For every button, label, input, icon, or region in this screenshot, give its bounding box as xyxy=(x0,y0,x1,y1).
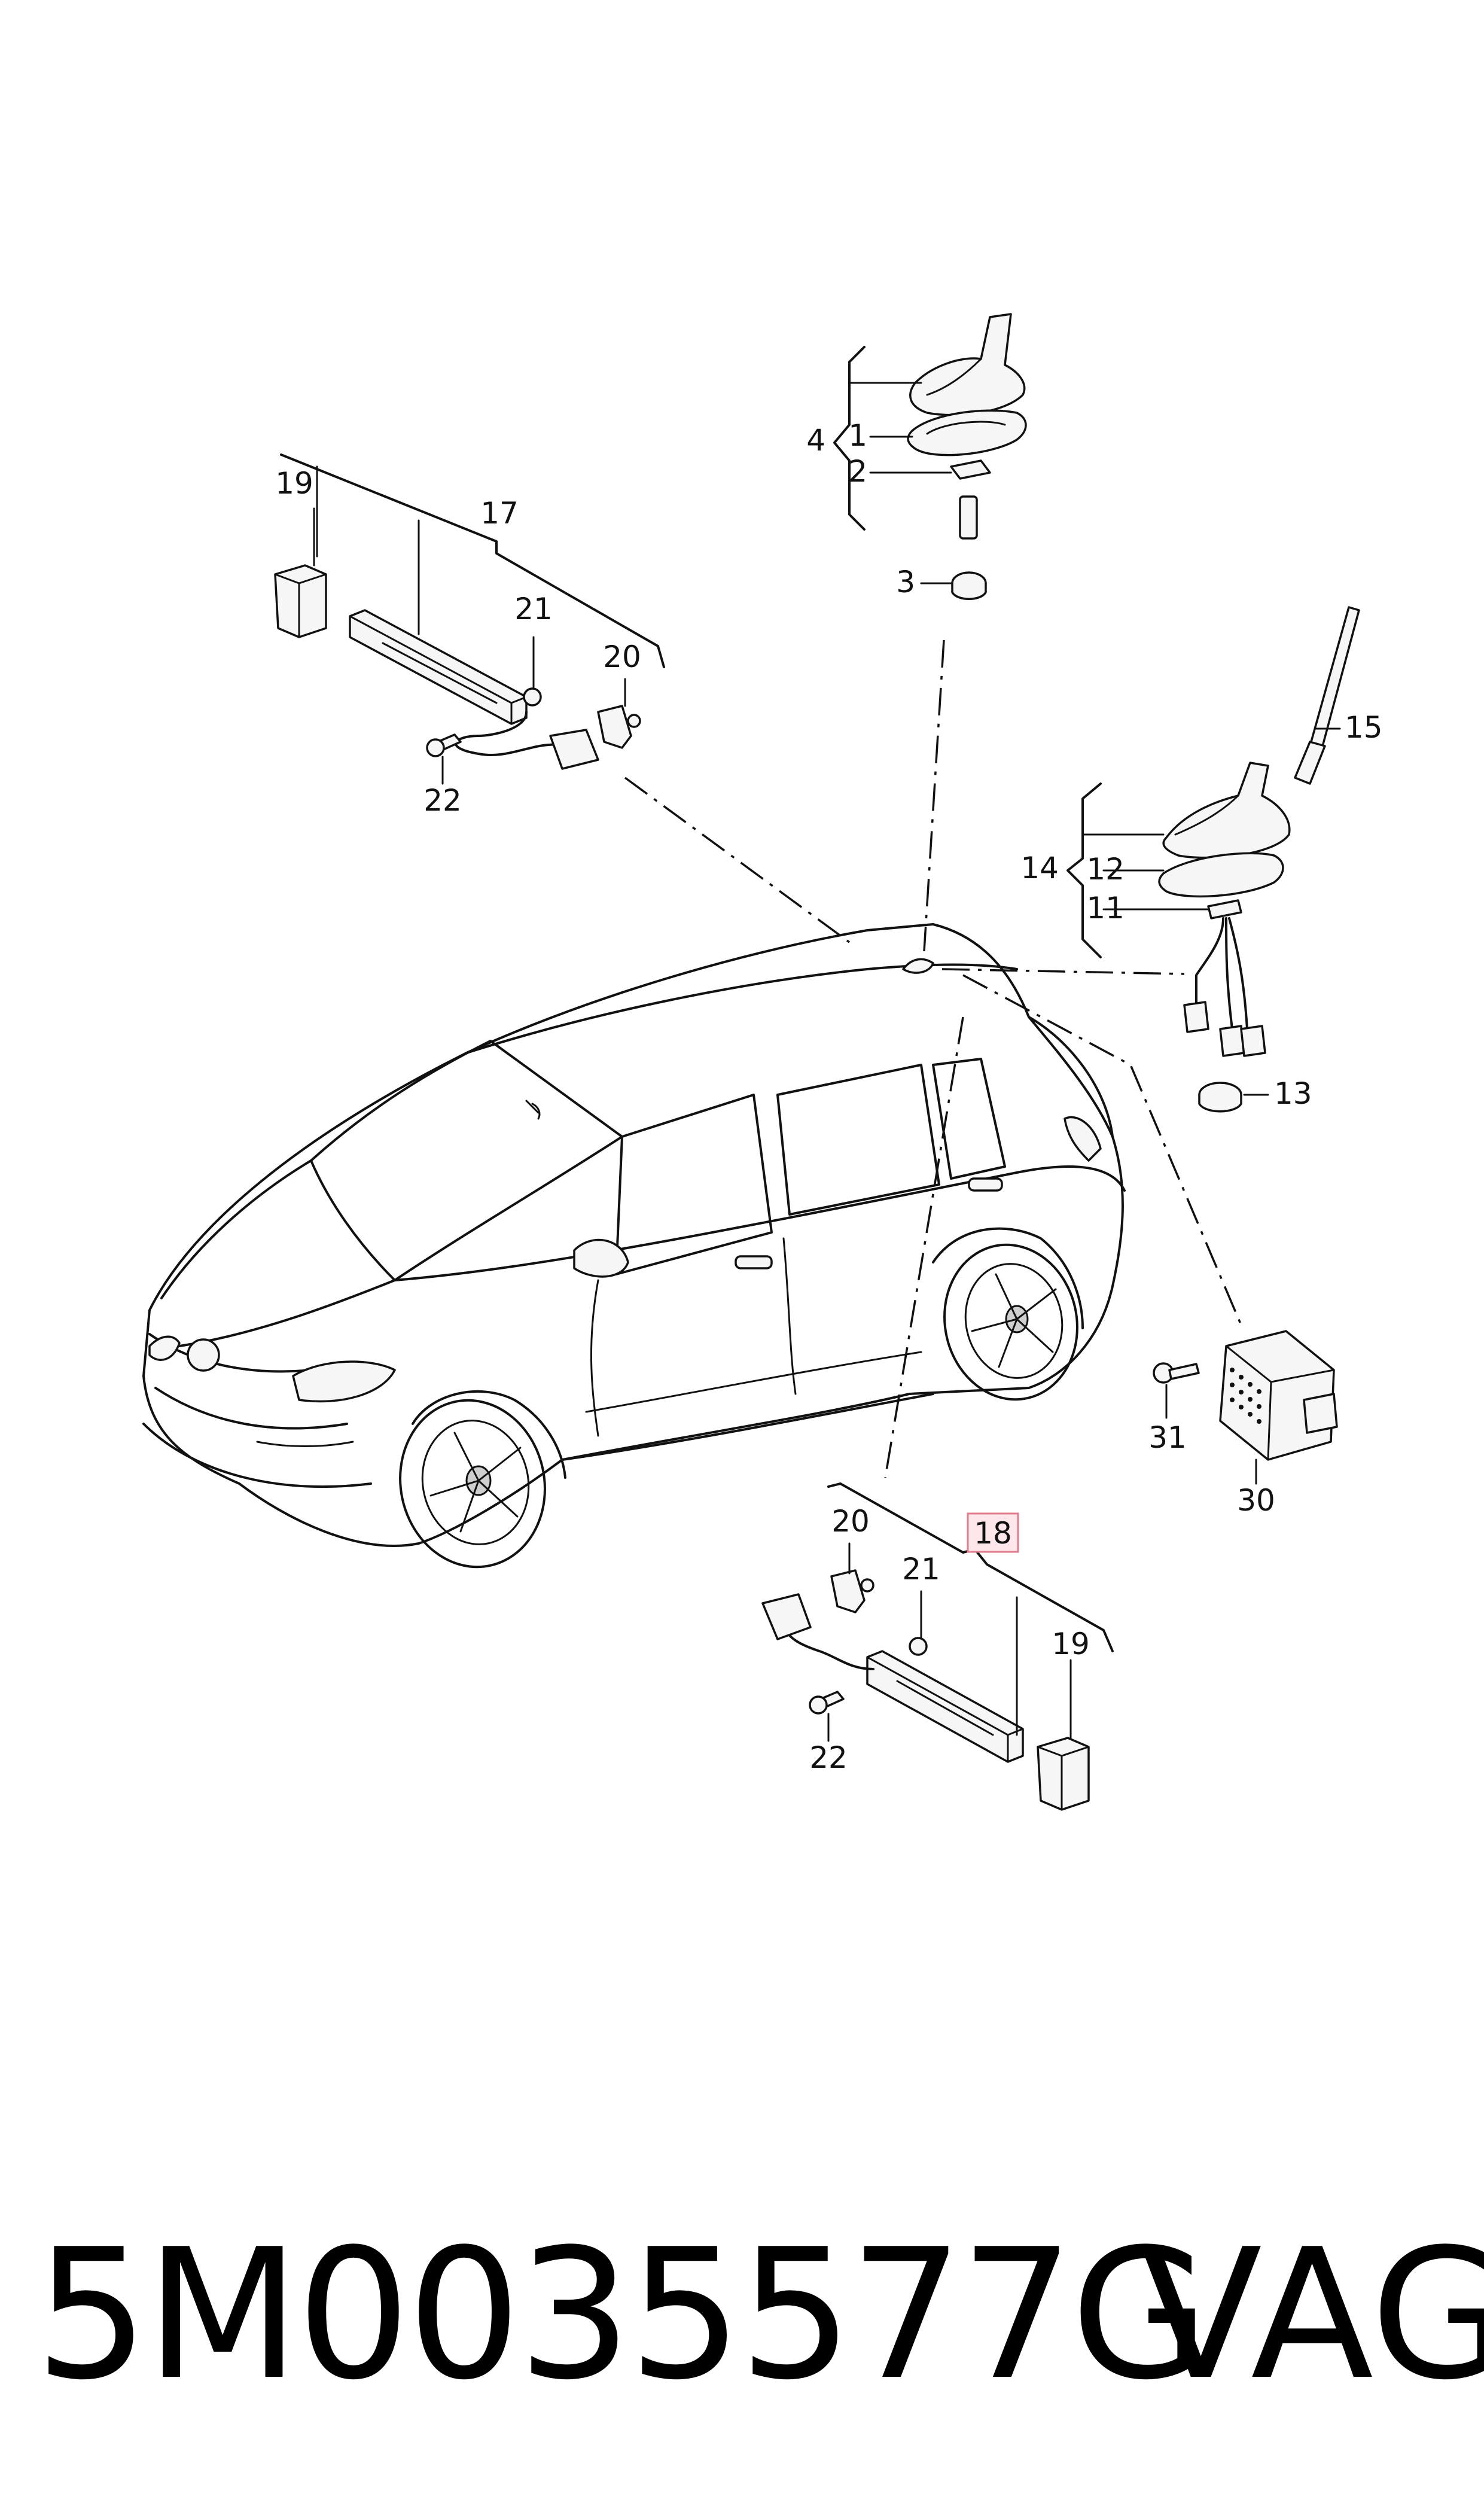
callout-20-top: 20 xyxy=(603,640,641,674)
callout-21-top: 21 xyxy=(514,592,553,626)
control-module-30 xyxy=(1153,1330,1338,1461)
callout-19-bottom: 19 xyxy=(1052,1627,1090,1661)
bracket-4 xyxy=(833,346,866,531)
callout-22-bottom: 22 xyxy=(809,1740,848,1775)
callout-20-bottom: 20 xyxy=(831,1504,870,1539)
roof-antenna-top xyxy=(907,313,1027,600)
part-number: 5M0035577G xyxy=(35,2211,1209,2419)
callout-2: 2 xyxy=(848,454,867,489)
bracket-14 xyxy=(1066,783,1102,958)
callout-1: 1 xyxy=(848,418,867,453)
reference-lines xyxy=(624,640,1242,1478)
callout-11: 11 xyxy=(1086,891,1125,925)
car-illustration xyxy=(142,923,1126,1569)
antenna-amplifier-18 xyxy=(761,1569,1090,1811)
bracket-18 xyxy=(827,1482,1114,1652)
callout-31: 31 xyxy=(1148,1420,1187,1455)
callout-19-top: 19 xyxy=(275,466,313,501)
callout-18: 18 xyxy=(974,1516,1012,1551)
callout-17: 17 xyxy=(480,496,519,531)
callout-13: 13 xyxy=(1274,1076,1312,1111)
brand-label: VAG xyxy=(1139,2211,1484,2419)
callout-14: 14 xyxy=(1020,851,1059,885)
callout-21-bottom: 21 xyxy=(902,1552,940,1587)
front-wheel xyxy=(399,1399,546,1569)
callout-labels: 19 17 21 20 22 4 1 2 3 15 14 12 11 13 31… xyxy=(275,418,1382,1775)
callout-4: 4 xyxy=(806,423,825,458)
antenna-amplifier-17 xyxy=(274,564,641,770)
roof-antenna-rear xyxy=(1158,606,1360,1113)
rear-wheel xyxy=(943,1243,1078,1401)
callout-30: 30 xyxy=(1237,1483,1275,1518)
callout-12: 12 xyxy=(1086,852,1125,887)
callout-22-top: 22 xyxy=(423,783,462,818)
callout-18-highlight xyxy=(967,1512,1019,1553)
bracket-17 xyxy=(280,453,665,668)
callout-3: 3 xyxy=(896,565,915,599)
callout-15: 15 xyxy=(1345,710,1383,745)
